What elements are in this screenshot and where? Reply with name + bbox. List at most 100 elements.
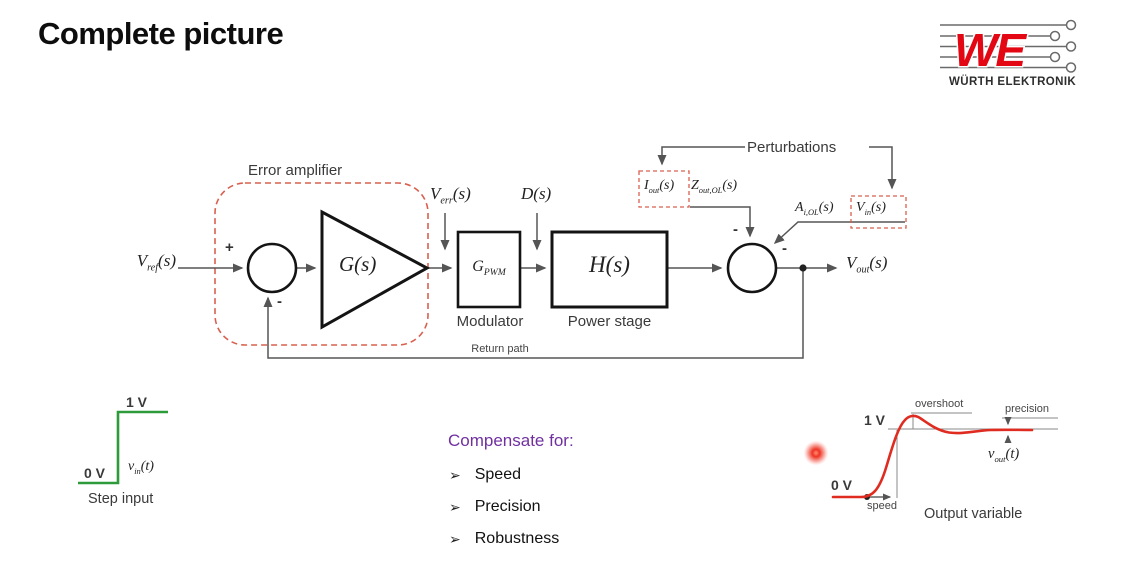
g-pwm-sub: PWM [483, 267, 506, 279]
formula-z-out: Zout,OL(s) [691, 178, 737, 195]
amplifier-triangle [320, 209, 431, 330]
compensate-item-robustness: ➢ Robustness [449, 530, 559, 548]
output-graph-guides [888, 412, 1058, 498]
output-low-label: 0 V [831, 477, 853, 493]
a-ol-sub: i,OL [803, 207, 819, 217]
error-amplifier-label: Error amplifier [248, 162, 343, 179]
page-title: Complete picture [38, 16, 284, 51]
wire-perturbation-left [657, 146, 745, 166]
step-input-trace [78, 410, 168, 485]
signal-wires [178, 146, 905, 359]
v-out-t-base: v [988, 446, 995, 462]
g-base: G [339, 252, 355, 276]
output-node-dot [799, 264, 807, 272]
v-in-t-sub: in [134, 466, 141, 476]
v-err-arg: (s) [452, 184, 471, 203]
formula-d: D(s) [521, 184, 551, 206]
v-out-t-arg: (t) [1005, 446, 1020, 462]
output-response-curve [831, 414, 1034, 499]
step-input-caption: Step input [88, 491, 154, 507]
g-pwm-base: G [472, 258, 484, 275]
laser-pointer-dot [804, 441, 828, 465]
v-out-t-sub: out [994, 453, 1006, 464]
formula-v-in-t: vin(t) [128, 459, 154, 476]
v-in-t-arg: (t) [140, 459, 154, 474]
step-low-label: 0 V [84, 465, 106, 481]
formula-g: G(s) [339, 252, 376, 280]
arrow-bullet-icon: ➢ [449, 530, 461, 547]
modulator-block [456, 230, 522, 309]
compensate-item-label: Speed [474, 466, 521, 483]
v-err-sub: err [440, 195, 453, 207]
g-arg: (s) [354, 252, 377, 276]
return-path-label: Return path [471, 343, 529, 355]
v-ref-base: V [136, 251, 148, 270]
h-base: H [589, 252, 606, 277]
modulator-label: Modulator [456, 313, 524, 330]
d-base: D [521, 184, 534, 203]
i-out-base: I [644, 178, 649, 193]
arrow-bullet-icon: ➢ [449, 466, 461, 483]
compensate-item-label: Precision [474, 498, 541, 515]
logo-circuit-lines [940, 19, 1077, 73]
formula-h: H(s) [552, 252, 667, 282]
z-out-base: Z [691, 178, 699, 193]
v-err-base: V [430, 184, 441, 203]
power-stage-block [550, 230, 669, 309]
summing-junction-right [726, 242, 778, 294]
v-out-base: V [846, 253, 857, 272]
minus-sign-left-summer: - [277, 293, 282, 310]
v-ref-arg: (s) [158, 251, 176, 270]
formula-g-pwm: GPWM [458, 258, 520, 278]
formula-v-out: Vout(s) [846, 253, 887, 275]
z-out-sub: out,OL [698, 185, 723, 195]
v-ref-sub: ref [147, 262, 159, 274]
output-variable-caption: Output variable [924, 506, 1023, 522]
formula-v-ref: Vref(s) [110, 251, 176, 273]
v-in-arg: (s) [871, 200, 886, 215]
compensate-item-speed: ➢ Speed [449, 466, 521, 484]
a-ol-arg: (s) [818, 200, 834, 215]
output-high-label: 1 V [864, 412, 886, 428]
v-in-sub: in [864, 207, 872, 217]
v-out-arg: (s) [869, 253, 888, 272]
wire-return-path [263, 268, 804, 359]
speed-label: speed [867, 500, 897, 512]
logo-wordmark: WÜRTH ELEKTRONIK [949, 75, 1076, 88]
formula-i-out: Iout(s) [644, 178, 674, 195]
wire-perturbation-right [869, 146, 897, 190]
minus-sign-iout-input: - [733, 221, 738, 238]
step-high-label: 1 V [126, 394, 148, 410]
logo-we-mark: WE [954, 24, 1027, 76]
vin-dashed-box [850, 195, 907, 229]
d-arg: (s) [533, 184, 552, 203]
wire-iout-to-summer2 [690, 206, 755, 238]
power-stage-label: Power stage [567, 313, 652, 330]
i-out-sub: out [648, 185, 660, 195]
v-in-base: V [856, 200, 865, 215]
i-out-arg: (s) [659, 178, 675, 193]
perturbations-label: Perturbations [747, 139, 837, 156]
wuerth-elektronik-logo: WE WÜRTH ELEKTRONIK [940, 19, 1077, 88]
h-arg: (s) [605, 252, 630, 277]
arrow-bullet-icon: ➢ [449, 498, 461, 515]
formula-v-err: Verr(s) [430, 184, 471, 206]
z-out-arg: (s) [722, 178, 738, 193]
formula-v-out-t: vout(t) [988, 446, 1019, 464]
formula-a-ol: Ai,OL(s) [795, 200, 833, 217]
compensate-item-precision: ➢ Precision [449, 498, 541, 516]
compensate-heading: Compensate for: [448, 431, 574, 450]
minus-sign-vin-input: - [782, 240, 787, 257]
compensate-item-label: Robustness [474, 530, 560, 547]
iout-dashed-box [638, 170, 690, 208]
v-in-t-base: v [128, 459, 135, 474]
v-out-sub: out [856, 264, 870, 276]
a-ol-base: A [795, 200, 804, 215]
precision-label: precision [1005, 403, 1050, 415]
plus-sign-left-summer: + [225, 239, 234, 256]
error-amplifier-dashed-outline [214, 182, 429, 346]
overshoot-label: overshoot [915, 398, 964, 410]
summing-junction-left [246, 242, 298, 294]
formula-v-in: Vin(s) [856, 200, 886, 217]
